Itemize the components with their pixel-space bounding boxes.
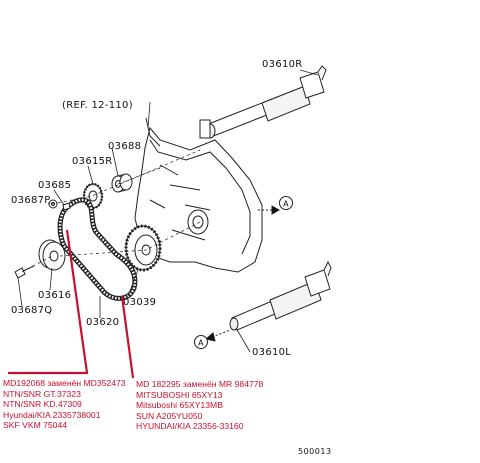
note-belt-part-numbers: MD 182295 заменён MR 984778 MITSUBOSHI 6… (136, 379, 263, 432)
tensioner-pulley-03616 (38, 239, 66, 271)
bolt-03685 (62, 202, 71, 211)
label-bolt-small: 03685 (38, 180, 71, 191)
note-right-line: MITSUBOSHI 65XY13 (136, 389, 223, 400)
note-tensioner-part-numbers: MD192068 заменён MD352473 NTN/SNR GT.373… (3, 378, 126, 431)
label-shaft-right: 03610R (262, 59, 303, 70)
sprocket-03615R (82, 182, 104, 210)
note-left-line: NTN/SNR KD.47309 (3, 399, 82, 409)
note-right-line: HYUNDAI/KIA 23356-33160 (136, 421, 244, 431)
label-ref: (REF. 12-110) (62, 100, 133, 111)
arrow-marker-top-label: A (283, 200, 289, 209)
bolt-03687Q (14, 265, 35, 279)
label-bolt-p: 03687P (11, 195, 51, 206)
figure-code: 500013 (298, 447, 332, 456)
balancer-shaft-left (229, 260, 332, 331)
label-belt: 03620 (86, 317, 119, 328)
note-right-line: SUN A205YU050 (136, 410, 203, 421)
label-bolt-q: 03687Q (11, 305, 52, 316)
label-shaft-left: 03610L (252, 347, 291, 358)
note-left-line: NTN/SNR GT.37323 (3, 388, 81, 399)
note-right-line: Mitsuboshi 65XY13MB (136, 400, 223, 410)
balancer-housing (134, 117, 263, 273)
label-washer: 03688 (108, 141, 141, 152)
red-pointer-lines (8, 229, 135, 379)
label-pulley: 03039 (123, 297, 156, 308)
note-right-line: MD 182295 заменён MR 984778 (136, 379, 264, 389)
arrow-marker-top: A (258, 196, 293, 215)
center-lines (21, 149, 201, 273)
arrow-marker-bottom-label: A (198, 339, 204, 348)
note-left-line: MD192068 заменён MD352473 (3, 378, 126, 388)
label-sprocket-r: 03615R (72, 156, 113, 167)
timing-belt-03620 (57, 197, 138, 301)
label-tensioner: 03616 (38, 290, 71, 301)
sprocket-03039 (124, 224, 162, 272)
balancer-shaft-right (199, 65, 327, 139)
arrow-marker-bottom: A (194, 329, 231, 349)
note-left-line: Hyundai/KIA 2335738001 (3, 409, 101, 420)
note-left-line: SKF VKM 75044 (3, 420, 68, 430)
leader-lines (17, 69, 319, 353)
